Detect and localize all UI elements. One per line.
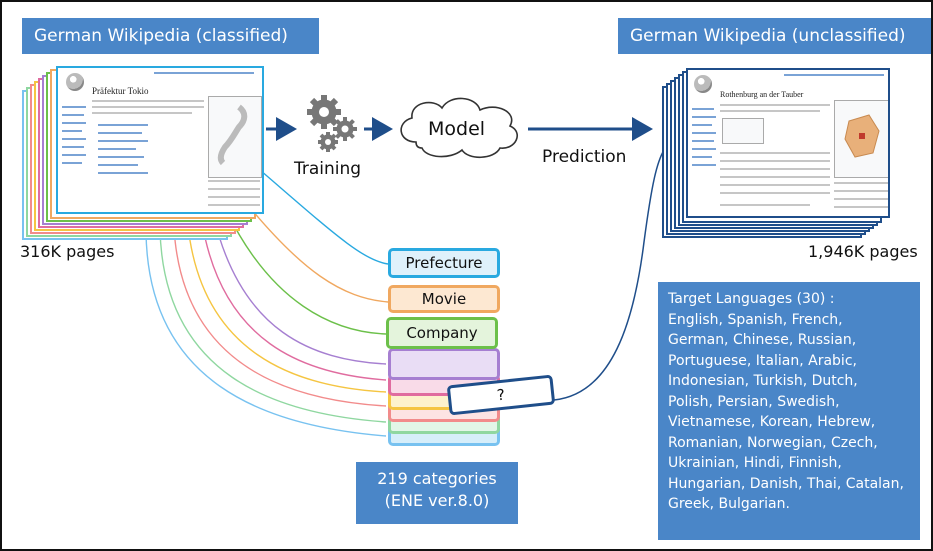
language-line: German, Chinese, Russian, [668,332,857,348]
category-company: Company [386,317,498,349]
category-prefecture: Prefecture [388,248,500,278]
target-languages-heading: Target Languages (30) : [668,291,835,307]
category-count: 219 categories [377,469,497,488]
model-cloud-icon [400,97,518,159]
language-line: Polish, Persian, Swedish, [668,393,840,410]
language-line: Romanian, Norwegian, Czech, [668,434,878,451]
unknown-connector [553,149,665,401]
category-movie: Movie [388,285,500,313]
model-label: Model [428,118,486,140]
wikipedia-logo-icon [694,75,712,93]
classified-wiki-page: Präfektur Tokio [56,66,264,214]
unclassified-article-title: Rothenburg an der Tauber [720,90,804,99]
language-line: Vietnamese, Korean, Hebrew, [668,414,876,430]
prediction-label: Prediction [542,147,627,167]
language-line: English, Spanish, French, [668,311,843,328]
unclassified-title: German Wikipedia (unclassified) [618,18,931,54]
gears-icon [307,95,357,152]
infobox-map [208,96,262,178]
target-languages-box: Target Languages (30) : English, Spanish… [658,282,920,540]
unclassified-wiki-page: Rothenburg an der Tauber [686,68,890,218]
category-connectors [145,169,389,437]
unclassified-count: 1,946K pages [808,242,918,261]
training-label: Training [294,159,362,179]
language-line: Greek, Bulgarian. [668,496,790,512]
classified-title: German Wikipedia (classified) [22,18,319,54]
language-line: Indonesian, Turkish, Dutch, [668,373,858,389]
category-summary: 219 categories (ENE ver.8.0) [356,462,518,524]
language-line: Portuguese, Italian, Arabic, [668,352,857,369]
wikipedia-logo-icon [66,73,84,91]
language-line: Hungarian, Danish, Thai, Catalan, [668,475,904,492]
classified-count: 316K pages [20,242,115,261]
classified-article-title: Präfektur Tokio [92,86,149,96]
category-version: (ENE ver.8.0) [384,491,490,510]
infobox-map [834,100,888,178]
category-purple [388,348,500,380]
language-line: Ukrainian, Hindi, Finnish, [668,455,842,471]
